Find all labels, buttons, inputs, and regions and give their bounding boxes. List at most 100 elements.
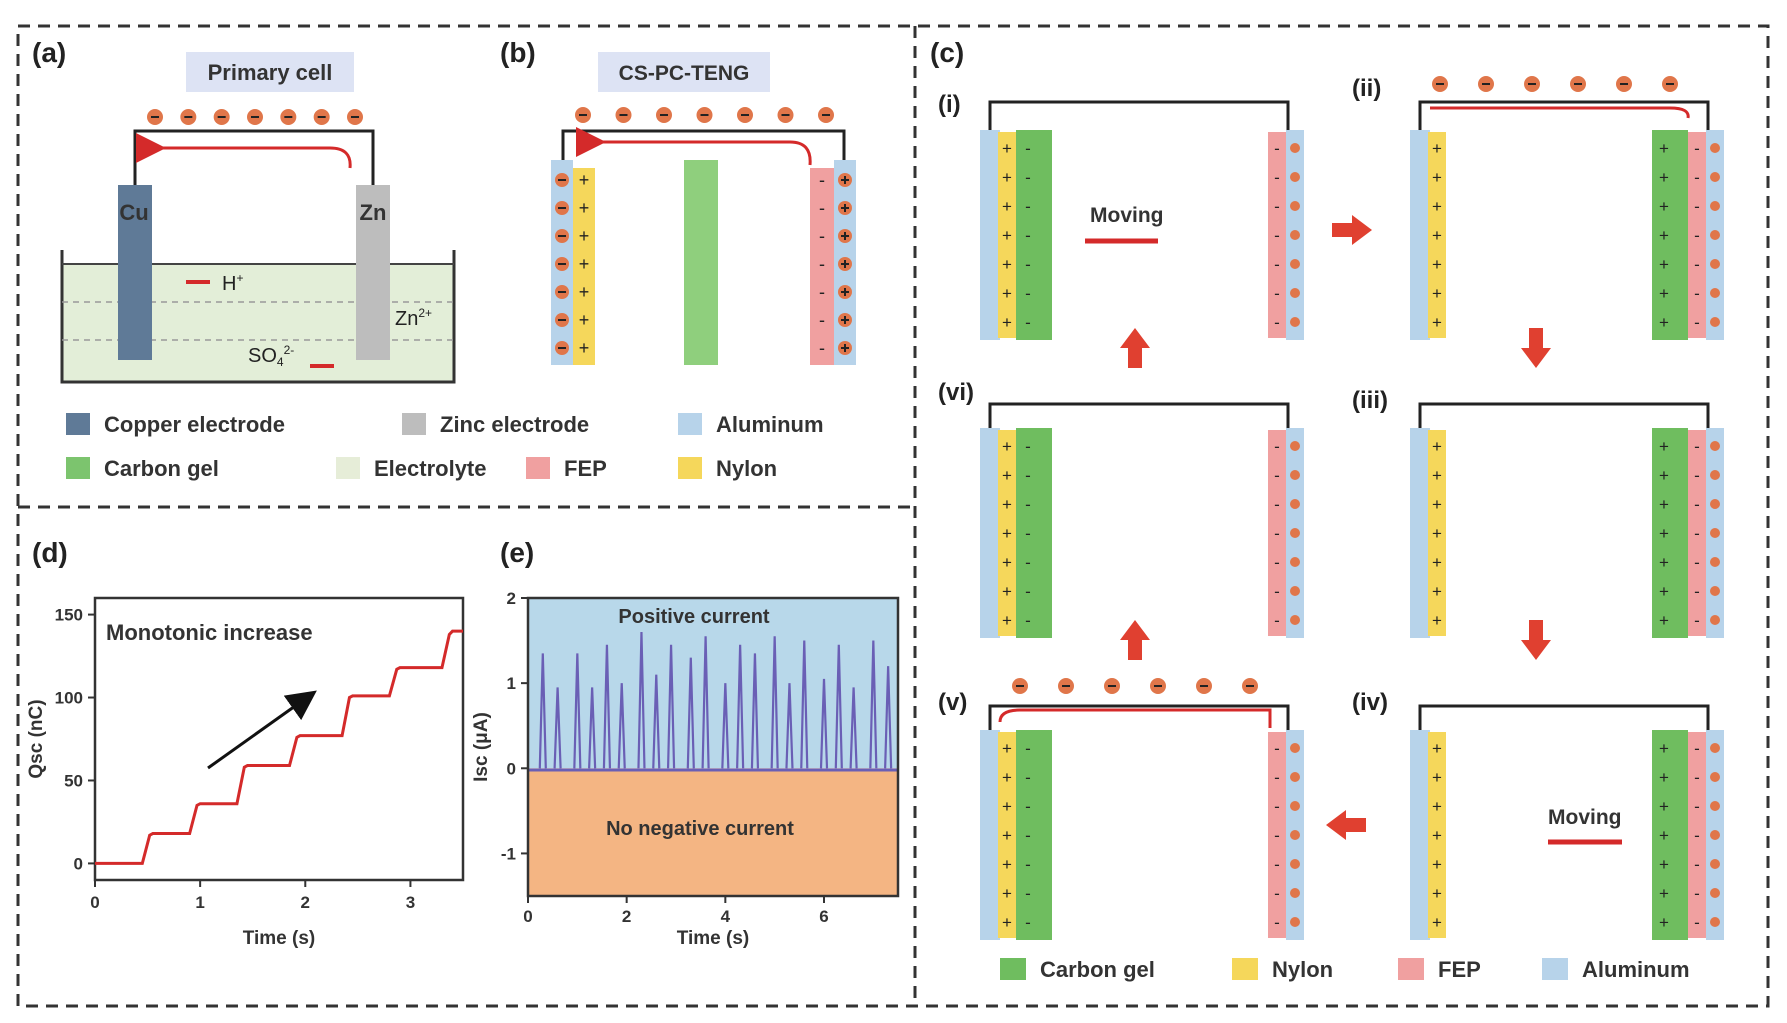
electron-dot — [1710, 317, 1720, 327]
electron-dot — [615, 107, 632, 123]
stage-wire — [1418, 704, 1710, 730]
nylon-layer — [998, 132, 1016, 338]
negative-charge: - — [1694, 524, 1700, 543]
negative-charge: - — [1274, 553, 1280, 572]
gel-charge: + — [1659, 855, 1669, 874]
electron-dot — [1290, 801, 1300, 811]
monotonic-annotation: Monotonic increase — [106, 620, 313, 645]
stage: (ii)+-++-++-++-++-++-++-+ — [1352, 75, 1724, 340]
gel-charge: + — [1659, 611, 1669, 630]
positive-charge: + — [1432, 826, 1442, 845]
electron-dot — [818, 107, 834, 123]
stage-label: (vi) — [938, 379, 974, 406]
zn-ion-label: Zn2+ — [395, 306, 432, 330]
positive-charge: + — [1002, 826, 1012, 845]
negative-charge: - — [1274, 226, 1280, 245]
gel-charge: - — [1025, 284, 1031, 303]
negative-charge: - — [1274, 611, 1280, 630]
aluminum-layer — [1410, 428, 1430, 638]
negative-charge: - — [1694, 553, 1700, 572]
current-peak — [736, 644, 745, 769]
stage: (iii)+-++-++-++-++-++-++-+ — [1352, 387, 1724, 638]
gel-charge: - — [1025, 739, 1031, 758]
electron-dot — [1710, 143, 1720, 153]
electron-dot — [1710, 470, 1720, 480]
electron-dot — [313, 109, 330, 125]
gel-charge: - — [1025, 553, 1031, 572]
positive-charge: + — [1002, 884, 1012, 903]
x-tick-label: 2 — [301, 893, 310, 912]
electron-dot — [1710, 888, 1720, 898]
gel-charge: - — [1025, 524, 1031, 543]
negative-charge: - — [1694, 139, 1700, 158]
electron-dot — [1710, 917, 1720, 927]
positive-charge: + — [1432, 255, 1442, 274]
legend-swatch — [678, 457, 702, 479]
positive-charge: + — [1432, 553, 1442, 572]
legend-swatch — [678, 413, 702, 435]
gel-charge: - — [1025, 168, 1031, 187]
positive-charge: + — [1002, 284, 1012, 303]
gel-charge: - — [1025, 884, 1031, 903]
electron-dot — [1478, 76, 1494, 92]
stages: (i)+--+--+--+--+--+--+--(ii)+-++-++-++-+… — [938, 75, 1724, 940]
negative-charge: - — [1274, 797, 1280, 816]
gel-charge: + — [1659, 913, 1669, 932]
fep-b — [810, 168, 834, 365]
stage-wire — [1418, 100, 1710, 130]
positive-charge: + — [1002, 139, 1012, 158]
legend-label: Zinc electrode — [440, 412, 589, 437]
y-tick-label: 150 — [55, 606, 83, 625]
current-peak — [721, 683, 730, 769]
negative-charge: - — [1274, 855, 1280, 874]
positive-charge: + — [1432, 495, 1442, 514]
negative-charge: - — [1694, 884, 1700, 903]
electron-dot — [696, 107, 713, 123]
gel-charge: - — [1025, 855, 1031, 874]
fep-layer — [1268, 430, 1286, 636]
legend-item: Nylon — [1232, 957, 1333, 982]
gel-charge: + — [1659, 768, 1669, 787]
positive-charge: + — [1432, 168, 1442, 187]
electron-dot — [1290, 259, 1300, 269]
x-tick-label: 6 — [819, 907, 828, 926]
stage-wire — [1418, 402, 1710, 428]
electron-dot — [1710, 859, 1720, 869]
legend-swatch — [402, 413, 426, 435]
x-tick-label: 4 — [721, 907, 731, 926]
x-tick-label: 3 — [406, 893, 415, 912]
transition-arrow — [1521, 620, 1551, 660]
current-peak — [588, 687, 597, 769]
negative-charge: - — [1274, 466, 1280, 485]
legend-label: Electrolyte — [374, 456, 487, 481]
gel-charge: + — [1659, 553, 1669, 572]
electron-dot — [1710, 586, 1720, 596]
negative-charge: - — [1694, 826, 1700, 845]
legend-item: Aluminum — [1542, 957, 1690, 982]
gel-charge: - — [1025, 255, 1031, 274]
positive-charge: + — [1002, 739, 1012, 758]
carbon-gel-layer — [1016, 130, 1052, 340]
negative-charge: - — [1694, 466, 1700, 485]
circuit-wire-a — [133, 129, 375, 185]
negative-charge: - — [819, 338, 825, 358]
electron-dot — [1710, 230, 1720, 240]
gel-charge: - — [1025, 437, 1031, 456]
legend-swatch — [66, 413, 90, 435]
positive-charge: + — [1432, 913, 1442, 932]
current-peak — [750, 653, 760, 769]
stage-wire — [988, 402, 1290, 428]
negative-charge: - — [1274, 739, 1280, 758]
legend-item: Zinc electrode — [402, 412, 589, 437]
positive-charge: + — [1432, 524, 1442, 543]
chart-e-ylabel: Isc (μA) — [471, 712, 492, 782]
electron-dot — [1290, 441, 1300, 451]
electron-dot — [1290, 859, 1300, 869]
positive-current-label: Positive current — [618, 606, 770, 628]
negative-charge: - — [819, 254, 825, 274]
electron-dot — [1662, 76, 1678, 92]
aluminum-layer — [980, 730, 1000, 940]
positive-charge: + — [1002, 855, 1012, 874]
current-peak — [884, 666, 893, 769]
